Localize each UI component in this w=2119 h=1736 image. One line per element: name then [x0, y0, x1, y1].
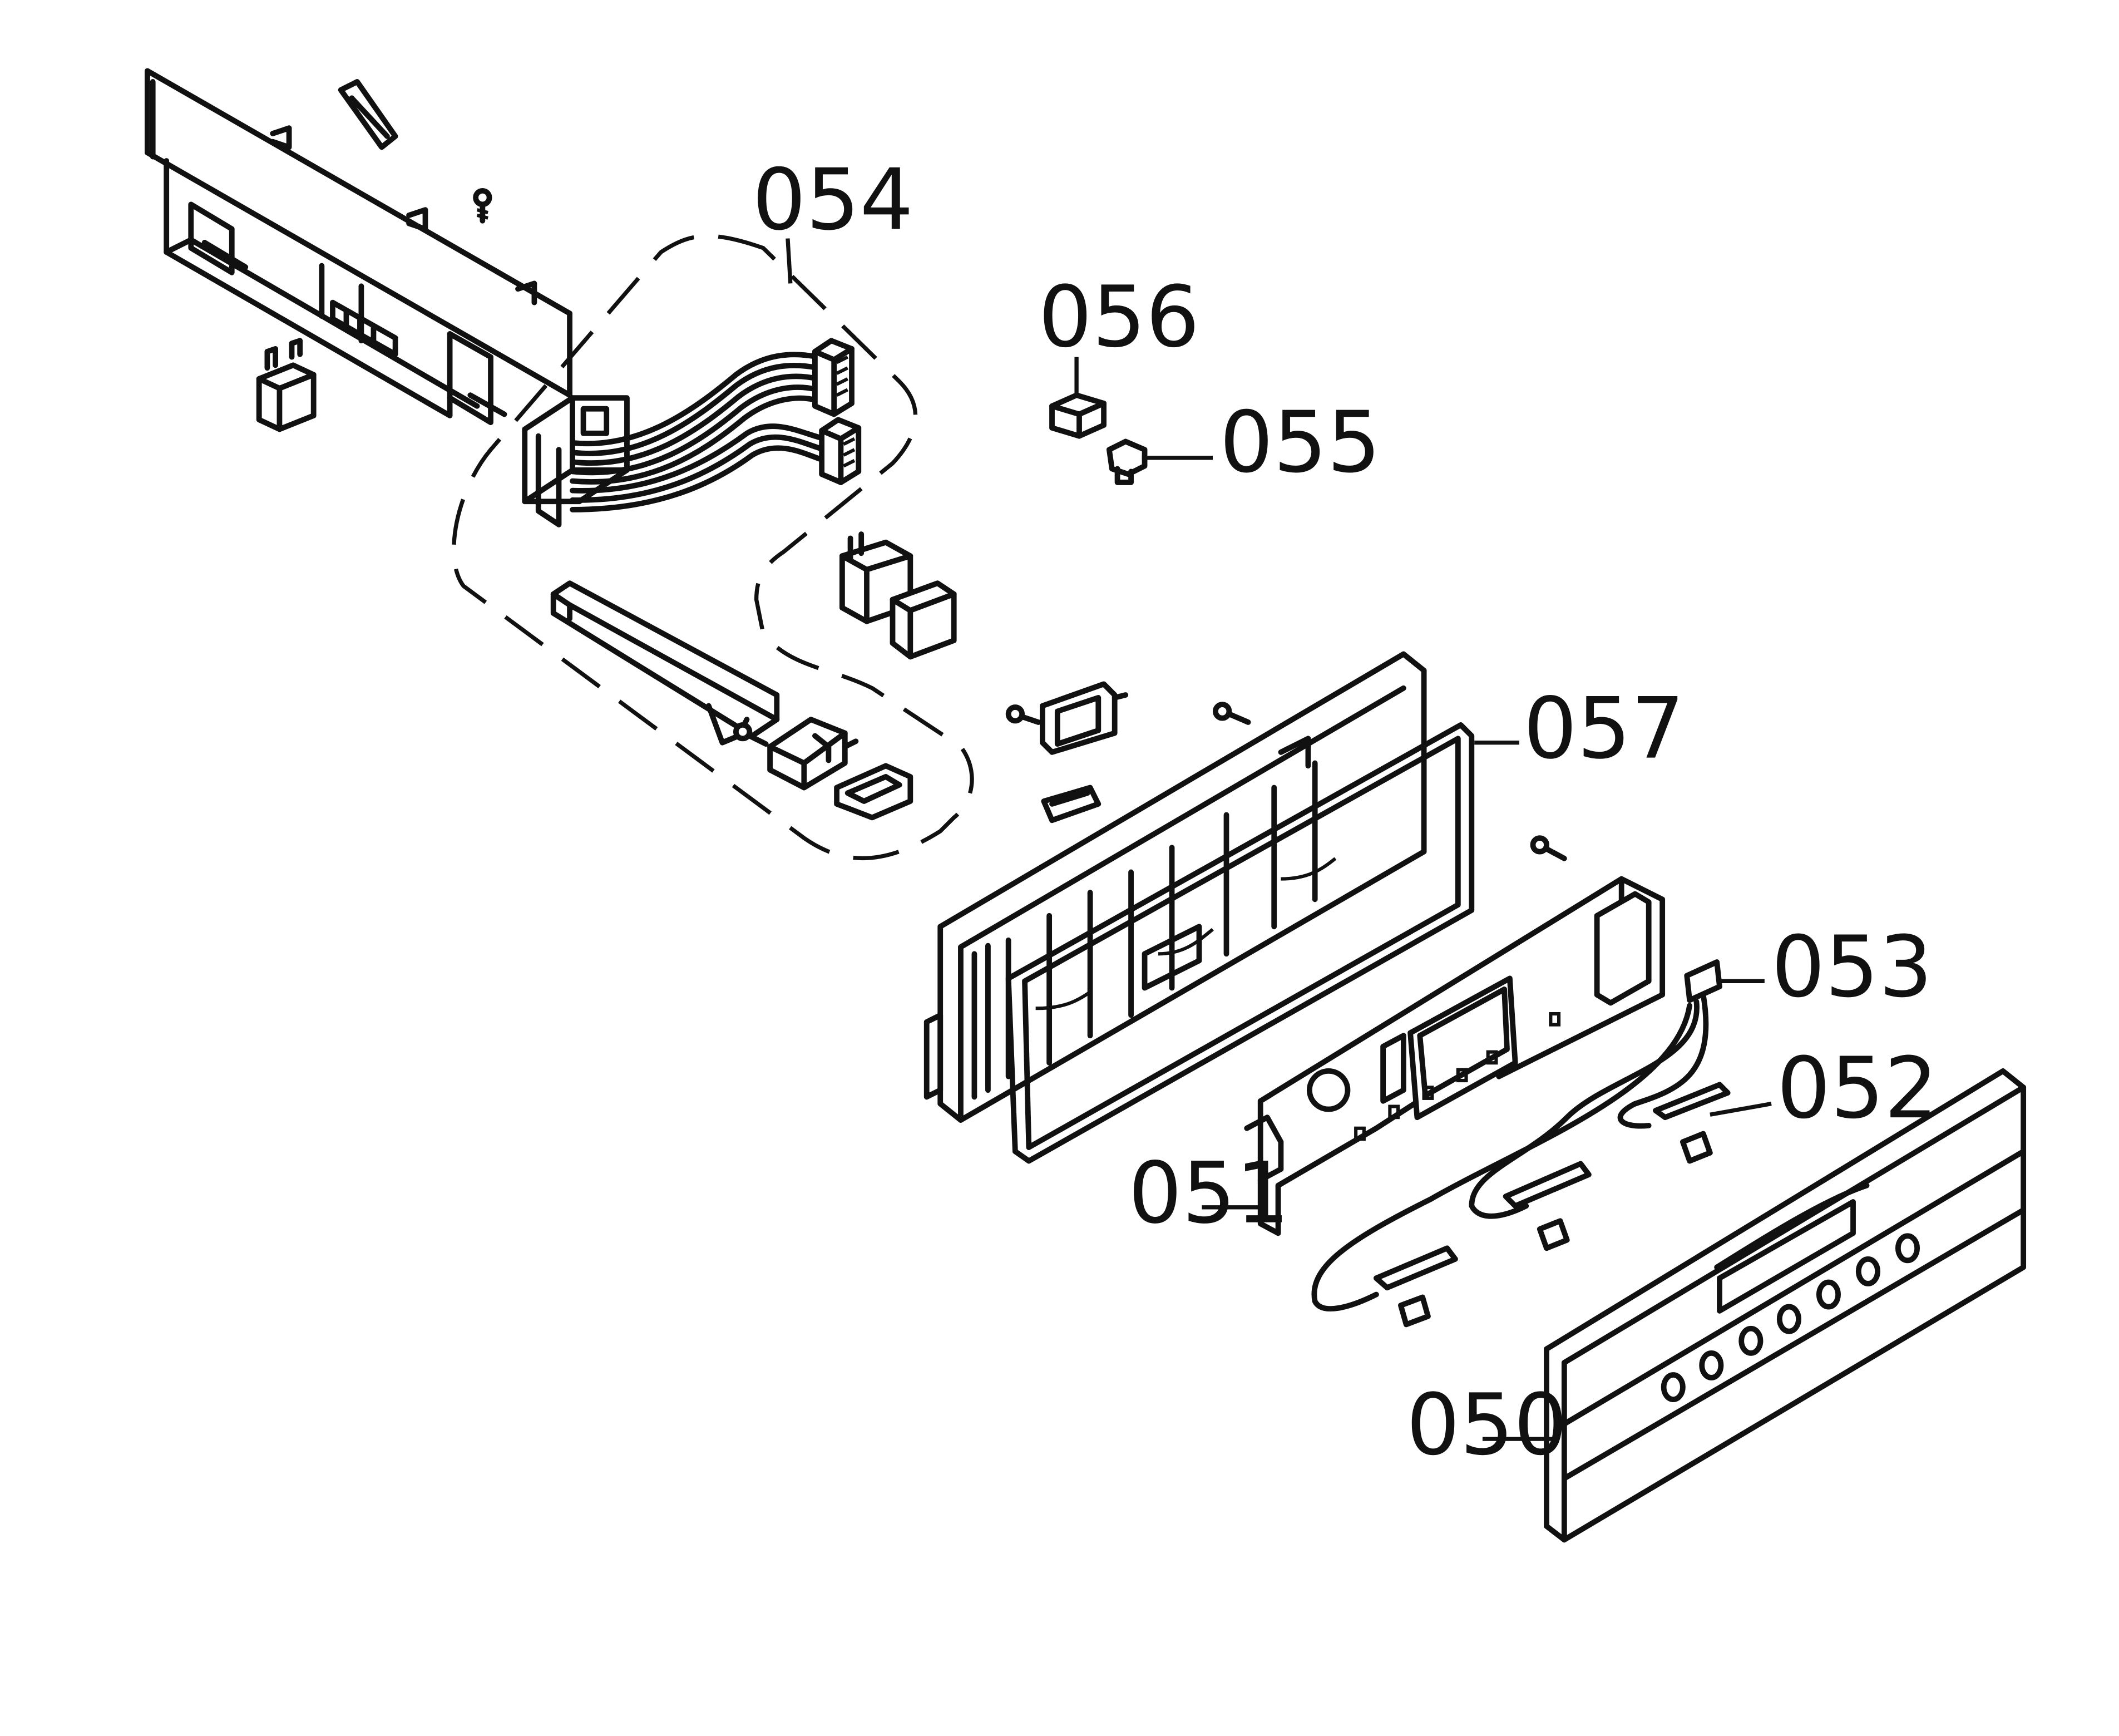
wiring-harness-group	[452, 234, 974, 861]
small-switch-part	[256, 338, 317, 432]
part-056	[1049, 392, 1107, 439]
callout-055: 055	[1219, 393, 1381, 491]
latch-block-part	[767, 717, 859, 791]
callout-051: 051	[1128, 1144, 1290, 1242]
callout-052: 052	[1777, 1039, 1938, 1137]
pcb-051	[1244, 876, 1666, 1236]
slider-bar-part	[550, 580, 780, 746]
small-seal-part	[1041, 785, 1102, 823]
push-switch-part	[839, 531, 957, 660]
screw-icon	[733, 722, 769, 747]
gasket-057	[1005, 722, 1475, 1164]
sensor-cable-assembly	[1311, 959, 1731, 1328]
screw-icon	[1005, 704, 1041, 725]
rear-housing	[145, 68, 630, 527]
callout-053: 053	[1771, 918, 1933, 1016]
callout-054: 054	[752, 150, 913, 249]
screw-icon	[473, 188, 492, 224]
callout-056: 056	[1039, 268, 1200, 366]
clip-part	[338, 79, 398, 150]
callout-057: 057	[1523, 679, 1685, 778]
button-boot-part	[1039, 681, 1129, 755]
leader-lines	[786, 238, 1772, 1441]
screw-icon	[1530, 835, 1567, 861]
bracket-part	[834, 763, 913, 821]
part-055	[1106, 438, 1148, 485]
callout-050: 050	[1406, 1375, 1568, 1474]
screw-icon	[1213, 702, 1251, 725]
control-panel-tray	[923, 651, 1427, 1123]
front-fascia-050	[1544, 1068, 2027, 1543]
